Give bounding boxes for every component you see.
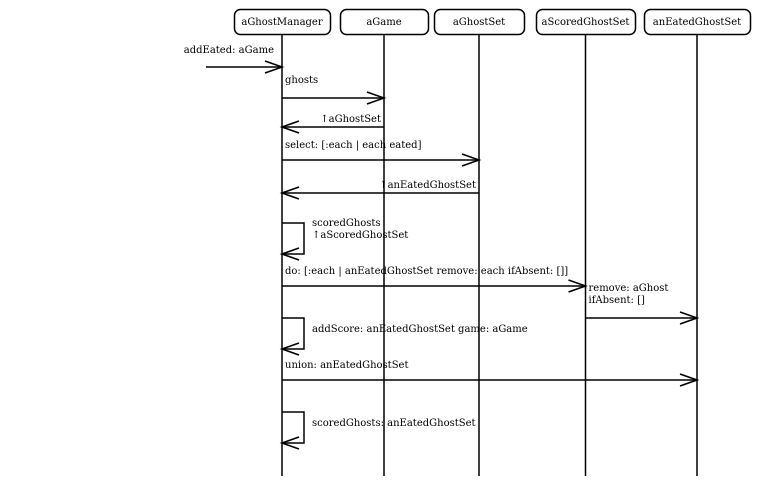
message-label: select: [:each | each eated] xyxy=(285,140,422,151)
message-label: ↑aScoredGhostSet xyxy=(312,230,408,241)
message-label: scoredGhosts xyxy=(312,218,381,229)
message-label: addEated: aGame xyxy=(184,45,274,56)
message-5[interactable]: scoredGhosts↑aScoredGhostSet xyxy=(279,218,408,261)
message-3[interactable]: select: [:each | each eated] xyxy=(282,140,482,167)
arrowhead-icon xyxy=(279,120,300,134)
arrowhead-icon xyxy=(264,60,285,74)
lifeline-mgr: aGhostManager xyxy=(233,8,332,476)
arrowhead-icon xyxy=(279,436,300,450)
arrowhead-icon xyxy=(366,91,387,105)
message-2[interactable]: ↑aGhostSet xyxy=(279,114,384,134)
lifeline-box[interactable] xyxy=(535,8,637,36)
lifeline-box[interactable] xyxy=(433,8,526,36)
self-message-line xyxy=(282,222,305,255)
arrowhead-icon xyxy=(679,373,700,387)
lifeline-label: aGame xyxy=(366,17,401,28)
message-label: union: anEatedGhostSet xyxy=(285,360,408,371)
lifeline-box[interactable] xyxy=(233,8,332,36)
lifeline-box[interactable] xyxy=(643,8,752,36)
message-8[interactable]: addScore: anEatedGhostSet game: aGame xyxy=(279,317,528,356)
arrowhead-icon xyxy=(568,279,588,293)
message-10[interactable]: scoredGhosts: anEatedGhostSet xyxy=(279,411,476,450)
message-4[interactable]: ↑anEatedGhostSet xyxy=(279,180,479,200)
message-label: ↑anEatedGhostSet xyxy=(379,180,476,191)
message-label: ↑aGhostSet xyxy=(320,114,381,125)
lifeline-box[interactable] xyxy=(339,8,430,36)
arrowhead-icon xyxy=(461,153,482,167)
arrowhead-icon xyxy=(279,186,300,200)
lifeline-label: aGhostManager xyxy=(241,17,322,28)
lifeline-label: aGhostSet xyxy=(453,17,505,28)
lifeline-label: aScoredGhostSet xyxy=(542,17,630,28)
self-message-line xyxy=(282,411,305,444)
message-label: remove: aGhost xyxy=(589,283,669,294)
lifeline-scored: aScoredGhostSet xyxy=(535,8,637,476)
lifeline-eated: anEatedGhostSet xyxy=(643,8,752,476)
arrowhead-icon xyxy=(279,342,300,356)
message-label: ghosts xyxy=(285,75,318,86)
arrowhead-icon xyxy=(679,311,700,325)
lifeline-ghostset: aGhostSet xyxy=(433,8,526,476)
message-label: do: [:each | anEatedGhostSet remove: eac… xyxy=(285,266,568,277)
self-message-line xyxy=(282,317,305,350)
message-label: scoredGhosts: anEatedGhostSet xyxy=(312,418,476,429)
lifeline-game: aGame xyxy=(339,8,430,476)
message-1[interactable]: ghosts xyxy=(282,75,387,105)
message-label: ifAbsent: [] xyxy=(589,295,645,306)
message-0[interactable]: addEated: aGame xyxy=(184,45,285,74)
message-9[interactable]: union: anEatedGhostSet xyxy=(282,360,700,387)
message-label: addScore: anEatedGhostSet game: aGame xyxy=(312,324,528,335)
lifeline-label: anEatedGhostSet xyxy=(653,17,741,28)
arrowhead-icon xyxy=(279,247,300,261)
message-6[interactable]: do: [:each | anEatedGhostSet remove: eac… xyxy=(282,266,588,293)
